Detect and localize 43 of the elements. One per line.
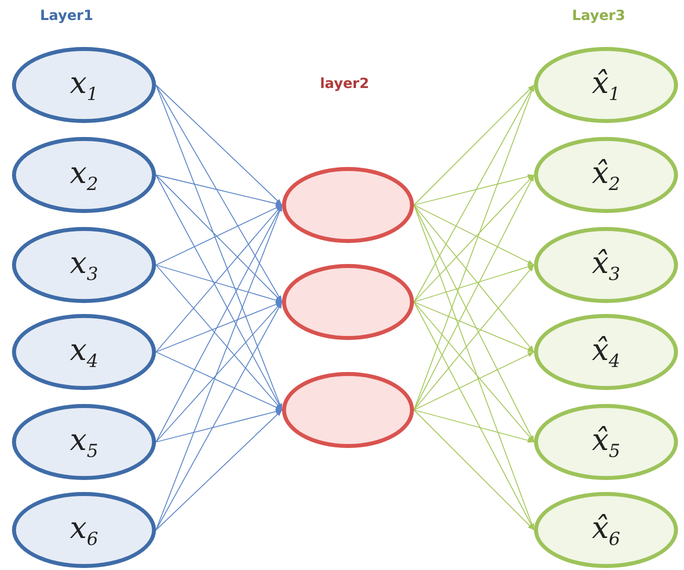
arrow bbox=[414, 264, 534, 302]
variable-label: x̂$_{3}$ bbox=[592, 246, 620, 284]
layer-label: Layer3 bbox=[572, 8, 626, 24]
arrow bbox=[156, 302, 282, 530]
layer-label: layer2 bbox=[320, 76, 370, 92]
arrow bbox=[414, 302, 534, 442]
arrow bbox=[414, 204, 534, 266]
variable-label: x$_{3}$ bbox=[70, 246, 98, 284]
arrow bbox=[156, 204, 282, 266]
arrow bbox=[156, 352, 282, 410]
variable-label: x$_{5}$ bbox=[70, 422, 98, 462]
variable-label: x$_{2}$ bbox=[70, 156, 98, 194]
arrow bbox=[414, 174, 534, 410]
arrow bbox=[156, 84, 282, 206]
variable-label: x̂$_{5}$ bbox=[592, 422, 620, 462]
arrow bbox=[156, 174, 282, 302]
arrow bbox=[156, 84, 282, 302]
arrow bbox=[414, 174, 534, 206]
arrow bbox=[414, 204, 534, 442]
variable-label: x̂$_{1}$ bbox=[592, 66, 620, 104]
variable-label: x$_{6}$ bbox=[70, 510, 98, 550]
variable-label: x̂$_{4}$ bbox=[592, 332, 620, 372]
layer-label: Layer1 bbox=[40, 8, 94, 24]
arrow bbox=[156, 174, 282, 206]
arrow bbox=[414, 410, 534, 443]
variable-label: x$_{4}$ bbox=[70, 332, 98, 372]
arrow bbox=[414, 410, 534, 530]
arrow bbox=[414, 84, 534, 206]
arrow bbox=[414, 174, 534, 302]
variable-label: x̂$_{6}$ bbox=[592, 510, 620, 550]
arrow bbox=[156, 410, 282, 530]
arrow bbox=[414, 264, 534, 410]
variable-label: x$_{1}$ bbox=[70, 66, 98, 104]
variable-label: x̂$_{2}$ bbox=[592, 156, 620, 194]
arrow bbox=[414, 302, 534, 352]
arrow bbox=[414, 302, 534, 530]
arrow bbox=[156, 302, 282, 352]
arrow bbox=[414, 204, 534, 352]
arrow bbox=[156, 409, 282, 442]
arrow bbox=[156, 302, 282, 442]
arrow bbox=[414, 352, 534, 410]
arrow bbox=[414, 84, 534, 302]
arrow bbox=[156, 264, 282, 303]
